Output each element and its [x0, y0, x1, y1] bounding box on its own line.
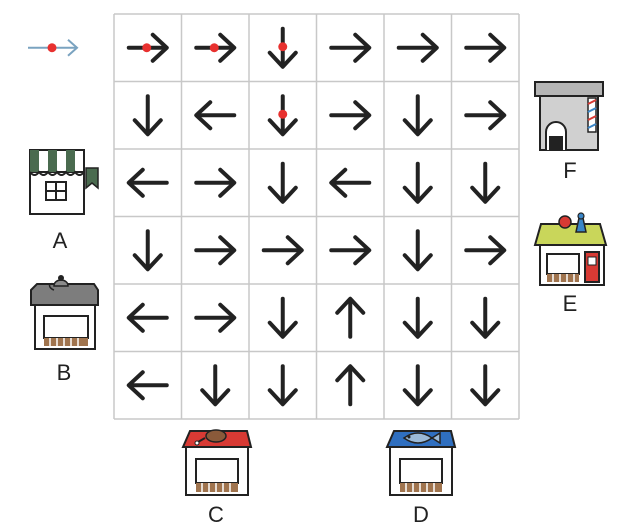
arrow-down-icon	[402, 161, 433, 204]
grid-cells	[114, 14, 520, 420]
shop-label-f: F	[563, 158, 576, 183]
shop-d-icon	[385, 430, 457, 496]
grid-cell-r4c5[interactable]	[384, 217, 452, 285]
grid-cell-r2c5[interactable]	[384, 82, 452, 150]
arrow-left-icon	[329, 167, 372, 198]
shop-f-icon	[534, 81, 604, 151]
grid-cell-r3c1[interactable]	[114, 149, 182, 217]
grid-cell-r4c2[interactable]	[182, 217, 250, 285]
grid-cell-r6c1[interactable]	[114, 352, 182, 420]
arrow-down-icon	[470, 296, 501, 339]
grid-cell-r6c5[interactable]	[384, 352, 452, 420]
grid-cell-r5c2[interactable]	[182, 284, 250, 352]
path-dot	[278, 42, 288, 52]
arrow-right-icon	[261, 235, 304, 266]
arrow-down-icon	[267, 161, 298, 204]
arrow-down-icon	[132, 94, 163, 137]
entry-dot	[47, 43, 57, 53]
path-dot	[142, 43, 152, 53]
arrow-right-icon	[396, 32, 439, 63]
shop-e-icon	[533, 212, 608, 286]
grid-cell-r3c2[interactable]	[182, 149, 250, 217]
grid-cell-r4c3[interactable]	[249, 217, 317, 285]
grid-cell-r5c6[interactable]	[452, 284, 520, 352]
arrow-right-icon	[194, 235, 237, 266]
grid-cell-r5c3[interactable]	[249, 284, 317, 352]
arrow-left-icon	[126, 370, 169, 401]
grid-cell-r2c2[interactable]	[182, 82, 250, 150]
entry-arrow-head	[67, 39, 79, 57]
grid-cell-r4c6[interactable]	[452, 217, 520, 285]
path-dot	[278, 109, 288, 119]
arrow-right-icon	[329, 235, 372, 266]
arrow-down-icon	[402, 229, 433, 272]
arrow-down-icon	[132, 229, 163, 272]
shop-b-icon	[30, 275, 99, 350]
grid-cell-r5c5[interactable]	[384, 284, 452, 352]
path-dot	[209, 43, 219, 53]
grid-cell-r3c3[interactable]	[249, 149, 317, 217]
grid-cell-r6c6[interactable]	[452, 352, 520, 420]
grid-cell-r2c3[interactable]	[249, 82, 317, 150]
arrow-left-icon	[126, 302, 169, 333]
arrow-left-icon	[194, 100, 237, 131]
grid-lines	[113, 13, 520, 420]
arrow-down-icon	[402, 296, 433, 339]
grid-cell-r1c1[interactable]	[114, 14, 182, 82]
grid-cell-r2c1[interactable]	[114, 82, 182, 150]
grid-cell-r1c3[interactable]	[249, 14, 317, 82]
arrow-down-icon	[470, 161, 501, 204]
entry-arrow	[28, 39, 79, 57]
grid-cell-r5c4[interactable]	[317, 284, 385, 352]
grid-cell-r1c4[interactable]	[317, 14, 385, 82]
arrow-down-icon	[470, 364, 501, 407]
arrow-right-icon	[464, 235, 507, 266]
shop-label-a: A	[53, 228, 68, 253]
shop-label-e: E	[563, 291, 578, 316]
grid-cell-r2c4[interactable]	[317, 82, 385, 150]
arrow-down-icon	[402, 94, 433, 137]
arrow-down-icon	[200, 364, 231, 407]
arrow-right-icon	[194, 167, 237, 198]
grid-cell-r3c5[interactable]	[384, 149, 452, 217]
grid-cell-r2c6[interactable]	[452, 82, 520, 150]
shop-a-icon	[29, 149, 99, 215]
grid-cell-r1c6[interactable]	[452, 14, 520, 82]
arrow-down-icon	[267, 296, 298, 339]
grid-cell-r6c3[interactable]	[249, 352, 317, 420]
arrow-up-icon	[335, 296, 366, 339]
arrow-right-icon	[194, 302, 237, 333]
grid-cell-r3c6[interactable]	[452, 149, 520, 217]
arrow-right-icon	[464, 100, 507, 131]
grid-cell-r3c4[interactable]	[317, 149, 385, 217]
arrow-left-icon	[126, 167, 169, 198]
grid-cell-r1c5[interactable]	[384, 14, 452, 82]
arrow-right-icon	[329, 100, 372, 131]
grid-cell-r6c4[interactable]	[317, 352, 385, 420]
shop-c-icon	[181, 429, 253, 496]
shop-label-d: D	[413, 502, 429, 527]
shop-label-b: B	[57, 360, 72, 385]
arrow-right-icon	[329, 32, 372, 63]
grid-cell-r6c2[interactable]	[182, 352, 250, 420]
arrow-up-icon	[335, 364, 366, 407]
arrow-down-icon	[402, 364, 433, 407]
arrow-down-icon	[267, 364, 298, 407]
arrow-right-icon	[464, 32, 507, 63]
grid-cell-r5c1[interactable]	[114, 284, 182, 352]
shop-label-c: C	[208, 502, 224, 527]
grid-cell-r4c4[interactable]	[317, 217, 385, 285]
grid-cell-r1c2[interactable]	[182, 14, 250, 82]
grid-cell-r4c1[interactable]	[114, 217, 182, 285]
